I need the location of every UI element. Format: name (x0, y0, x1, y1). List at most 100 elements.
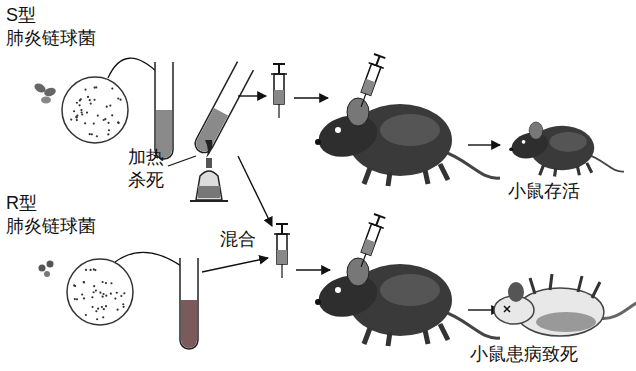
living-mouse (509, 122, 624, 177)
colony-dot (93, 291, 95, 293)
test-tube (181, 300, 197, 348)
strain-label: S型 肺炎链球菌 (6, 4, 96, 51)
colony-dot (118, 122, 120, 124)
colony-dot (120, 295, 122, 297)
colony-dot (123, 292, 125, 294)
petri-dish (67, 259, 133, 325)
colony-dots (70, 86, 125, 320)
r-bacteria (47, 261, 54, 268)
colony-dot (102, 281, 104, 283)
colony-dot (101, 306, 103, 308)
colony-dot (116, 292, 118, 294)
colony-dot (110, 282, 112, 284)
colony-dot (95, 310, 97, 312)
test-tube (155, 62, 173, 159)
colony-dot (84, 88, 86, 90)
colony-dot (102, 293, 104, 295)
colony-dot (109, 104, 111, 106)
transfer-line (108, 58, 160, 78)
colony-dot (102, 316, 104, 318)
test-tube (180, 258, 198, 349)
colony-dot (91, 133, 93, 135)
process-label: 加热 杀死 (128, 146, 164, 193)
colony-dot (111, 87, 113, 89)
colony-dot (122, 306, 124, 308)
colony-dot (90, 102, 92, 104)
s-bacteria (43, 86, 57, 98)
colony-dot (97, 115, 99, 117)
colony-dot (117, 121, 119, 123)
colony-dot (114, 297, 116, 299)
colony-dot (81, 111, 83, 113)
colony-dot (85, 269, 87, 271)
alcohol-lamp (190, 140, 228, 201)
alcohol-lamp (198, 186, 220, 198)
flow-arrow (202, 258, 268, 272)
leader-line (168, 156, 196, 166)
alcohol-lamp (206, 158, 212, 168)
colony-dot (106, 106, 108, 108)
mouse (314, 258, 500, 346)
colony-dot (122, 303, 124, 305)
s-bacteria (33, 82, 57, 104)
colony-dot (110, 293, 112, 295)
test-tube (155, 62, 173, 159)
petri-dish (62, 77, 128, 143)
colony-dot (93, 99, 95, 101)
colony-dot (117, 97, 119, 99)
colony-dot (103, 308, 105, 310)
colony-dot (89, 99, 91, 101)
syringe (274, 224, 290, 278)
result-label: 小鼠患病致死 (470, 343, 578, 366)
heated-tube (192, 62, 253, 156)
result-label: 小鼠存活 (508, 180, 580, 203)
colony-dot (79, 104, 81, 106)
colony-dot (105, 282, 107, 284)
colony-dot (83, 297, 85, 299)
colony-dot (91, 306, 93, 308)
flow-arrow (294, 97, 328, 98)
colony-dot (99, 292, 101, 294)
colony-dot (93, 122, 95, 124)
alcohol-lamp (190, 200, 228, 202)
syringe (271, 64, 287, 118)
mouse (314, 98, 500, 186)
colony-dot (107, 122, 109, 124)
colony-dot (96, 318, 98, 320)
colony-dot (86, 111, 88, 113)
colony-dot (103, 119, 105, 121)
strain-label: R型 肺炎链球菌 (6, 192, 96, 239)
colony-dot (107, 133, 109, 135)
colony-dot (97, 308, 99, 310)
colony-dot (94, 86, 96, 88)
flow-arrow (238, 156, 272, 226)
colony-dot (111, 114, 113, 116)
colony-dot (81, 293, 83, 295)
colony-dot (87, 96, 89, 98)
r-bacteria (39, 265, 46, 272)
alcohol-lamp (205, 140, 212, 158)
colony-dot (73, 284, 75, 286)
colony-dot (80, 98, 82, 100)
colony-dot (81, 113, 83, 115)
colony-dot (95, 289, 97, 291)
colony-dot (93, 285, 95, 287)
colony-dot (105, 295, 107, 297)
s-bacteria (41, 97, 51, 104)
transfer-line (115, 252, 184, 268)
process-label: 混合 (220, 228, 256, 251)
colony-dot (74, 285, 76, 287)
colony-dot (84, 122, 86, 124)
syringe (354, 213, 388, 269)
colony-dot (89, 133, 91, 135)
colony-dot (73, 110, 75, 112)
colony-dot (76, 298, 78, 300)
alcohol-lamp (196, 171, 222, 200)
colony-dot (76, 115, 78, 117)
colony-dot (117, 309, 119, 311)
colony-dot (83, 281, 85, 283)
colony-dot (108, 129, 110, 131)
colony-dot (80, 109, 82, 111)
colony-dot (70, 119, 72, 121)
